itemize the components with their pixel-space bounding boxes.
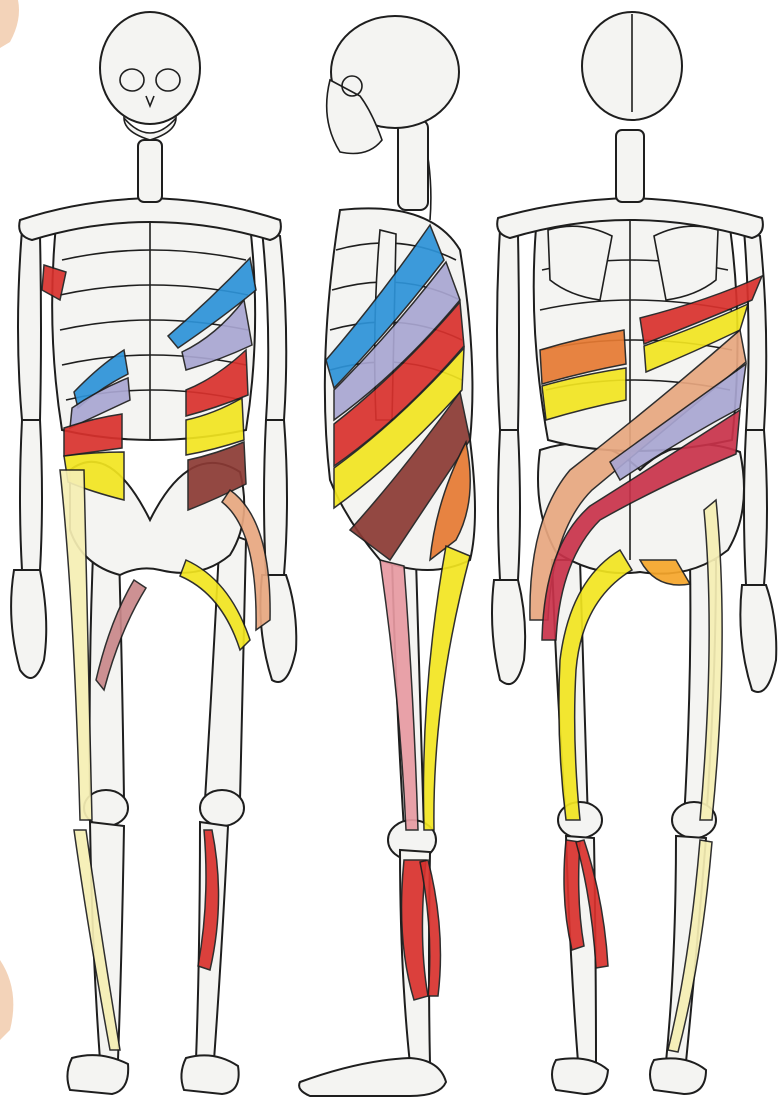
side-neck	[398, 120, 428, 210]
edge-skin-top-left	[0, 0, 19, 48]
back-right-humerus	[744, 230, 766, 430]
front-right-forearm	[264, 420, 287, 575]
back-view-figure	[492, 12, 776, 1094]
back-left-forearm	[498, 430, 520, 580]
side-foot	[299, 1058, 446, 1096]
front-neck	[138, 140, 162, 202]
back-left-hand	[492, 580, 525, 684]
front-left-humerus	[18, 230, 41, 420]
front-left-forearm	[20, 420, 42, 570]
front-right-foot	[181, 1055, 238, 1094]
front-right-humerus	[262, 230, 286, 420]
back-right-foot	[650, 1058, 706, 1094]
back-left-humerus	[497, 230, 519, 430]
back-neck	[616, 130, 644, 202]
front-right-femur	[205, 530, 246, 822]
edge-skin-bottom-left	[0, 960, 13, 1040]
front-left-hand	[11, 570, 46, 678]
front-view-figure	[11, 12, 296, 1094]
back-right-hand	[740, 585, 776, 692]
side-band-yellow-thigh	[423, 546, 470, 830]
side-view-figure	[299, 16, 475, 1096]
back-left-foot	[552, 1058, 608, 1094]
front-right-knee	[200, 790, 244, 826]
front-left-foot	[67, 1055, 128, 1094]
back-right-forearm	[744, 430, 767, 585]
